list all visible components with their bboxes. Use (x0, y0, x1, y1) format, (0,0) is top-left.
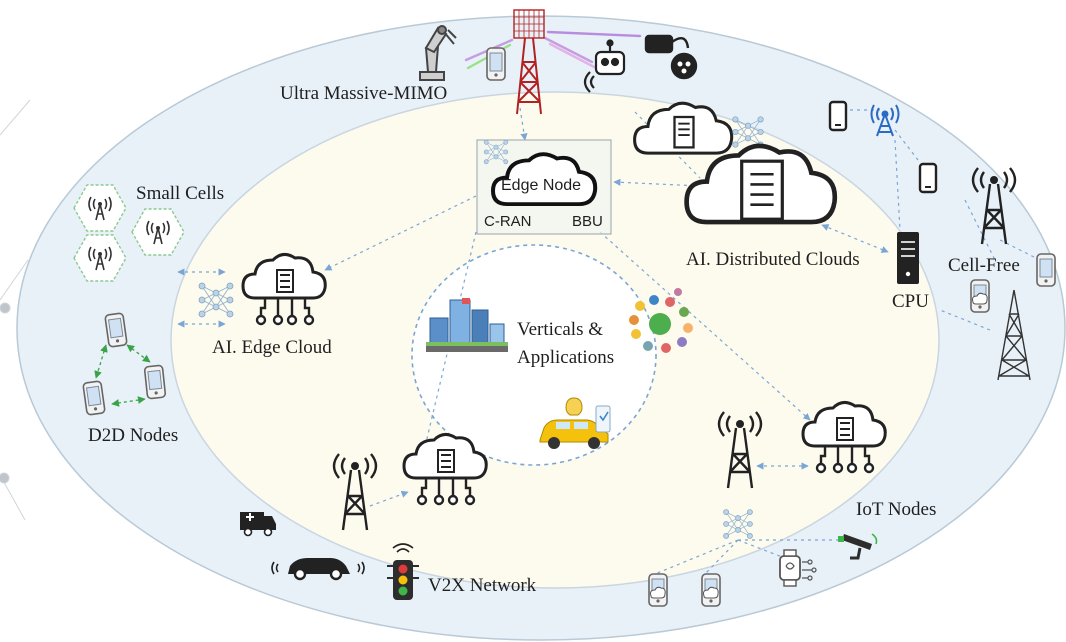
car-icon (271, 558, 365, 581)
label-cpu: CPU (892, 291, 929, 312)
robot-icon (583, 39, 626, 93)
label-cell-free: Cell-Free (948, 255, 1020, 276)
d2d-phone-icon (82, 380, 106, 416)
links-green (94, 344, 151, 407)
city-icon (426, 298, 508, 352)
edge-node-cloud-icon (490, 152, 598, 207)
label-iot-nodes: IoT Nodes (856, 499, 937, 520)
label-c-ran: C-RAN (484, 213, 532, 230)
distributed-cloud-large-icon (687, 146, 835, 222)
label-applications: Applications (517, 347, 615, 368)
label-v2x-network: V2X Network (428, 575, 537, 596)
cpu-server-icon (897, 232, 919, 284)
security-camera-icon (838, 533, 878, 560)
phone-icon (486, 47, 506, 81)
edge-decoration (0, 99, 31, 521)
ambulance-icon (240, 512, 276, 537)
mobile-icon (918, 162, 938, 194)
d2d-phone-icon (104, 312, 128, 348)
label-ai-edge-cloud: AI. Edge Cloud (212, 337, 332, 358)
distributed-cloud-small-icon (633, 101, 734, 155)
blue-antenna-icon (870, 104, 900, 137)
cloud-phone-icon (648, 573, 668, 607)
traffic-light-icon (387, 543, 419, 600)
label-small-cells: Small Cells (136, 183, 225, 204)
phone-icon (1036, 253, 1056, 287)
cloud-phone-icon (970, 279, 990, 313)
d2d-phone-icon (143, 364, 167, 400)
cloud-phone-icon (701, 573, 721, 607)
label-d2d-nodes: D2D Nodes (88, 425, 179, 446)
lattice-tower-icon (997, 289, 1031, 381)
smartwatch-icon (779, 549, 817, 587)
label-bbu: BBU (572, 213, 603, 230)
label-verticals: Verticals & (517, 319, 604, 340)
robot-arm-icon (419, 25, 457, 81)
label-ultra-massive-mimo: Ultra Massive-MIMO (280, 83, 448, 104)
vr-headset-icon (644, 34, 698, 80)
mimo-tower-icon (513, 9, 545, 115)
smart-car-icon (539, 397, 611, 449)
edge-node-group (476, 139, 612, 235)
apps-cluster-icon (629, 288, 693, 353)
center-ellipse (411, 244, 657, 466)
label-ai-distributed-clouds: AI. Distributed Clouds (686, 249, 860, 270)
mobile-icon (828, 100, 848, 132)
label-edge-node: Edge Node (501, 177, 582, 194)
